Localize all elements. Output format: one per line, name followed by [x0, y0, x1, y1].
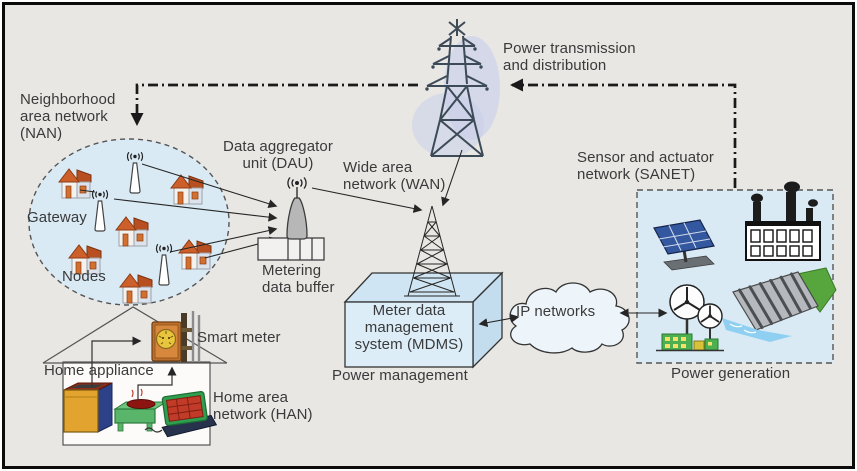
- mdms-label: Meter data management system (MDMS): [354, 302, 464, 353]
- metering-buffer-label: Metering data buffer: [262, 262, 335, 296]
- appliance-to-meter-arrow: [91, 336, 142, 386]
- wan-label: Wide area network (WAN): [343, 159, 446, 193]
- control-link-to-tower: [510, 78, 737, 188]
- ip-cloud-icon: [509, 282, 630, 354]
- nodes-label: Nodes: [62, 268, 106, 285]
- han-label: Home area network (HAN): [213, 389, 313, 423]
- stove-icon: [113, 388, 168, 432]
- dau-to-wan-link: [311, 187, 423, 213]
- heater-icon: [161, 391, 218, 438]
- washing-machine-icon: [63, 382, 113, 433]
- smart-meter-label: Smart meter: [197, 329, 281, 346]
- tower-to-wan-link: [441, 149, 463, 207]
- dau-label: Data aggregator unit (DAU): [223, 138, 333, 172]
- stove-to-meter-arrow: [137, 366, 177, 400]
- solar-panel-icon: [653, 219, 715, 271]
- gateway-label: Gateway: [27, 209, 87, 226]
- power-management-label: Power management: [332, 367, 468, 384]
- nan-label: Neighborhood area network (NAN): [20, 91, 116, 142]
- sanet-label: Sensor and actuator network (SANET): [577, 149, 714, 183]
- dau-antenna-icon: [286, 177, 308, 240]
- metering-buffer-icon: [257, 237, 325, 261]
- power-generation-label: Power generation: [671, 365, 791, 382]
- power-transmission-label: Power transmission and distribution: [503, 40, 636, 74]
- smart-meter-icon: [151, 311, 201, 362]
- control-link-to-nan: [130, 83, 418, 126]
- wind-turbine-icon: [656, 284, 724, 352]
- wan-mast-icon: [404, 205, 460, 297]
- factory-icon: [745, 181, 821, 261]
- mdms-cloud-link: [478, 313, 520, 328]
- heater-cord: [144, 427, 163, 433]
- transmission-tower-icon: [412, 19, 500, 157]
- home-appliance-label: Home appliance: [44, 362, 154, 379]
- ip-networks-label: IP networks: [516, 303, 596, 320]
- hydro-dam-icon: [722, 267, 837, 342]
